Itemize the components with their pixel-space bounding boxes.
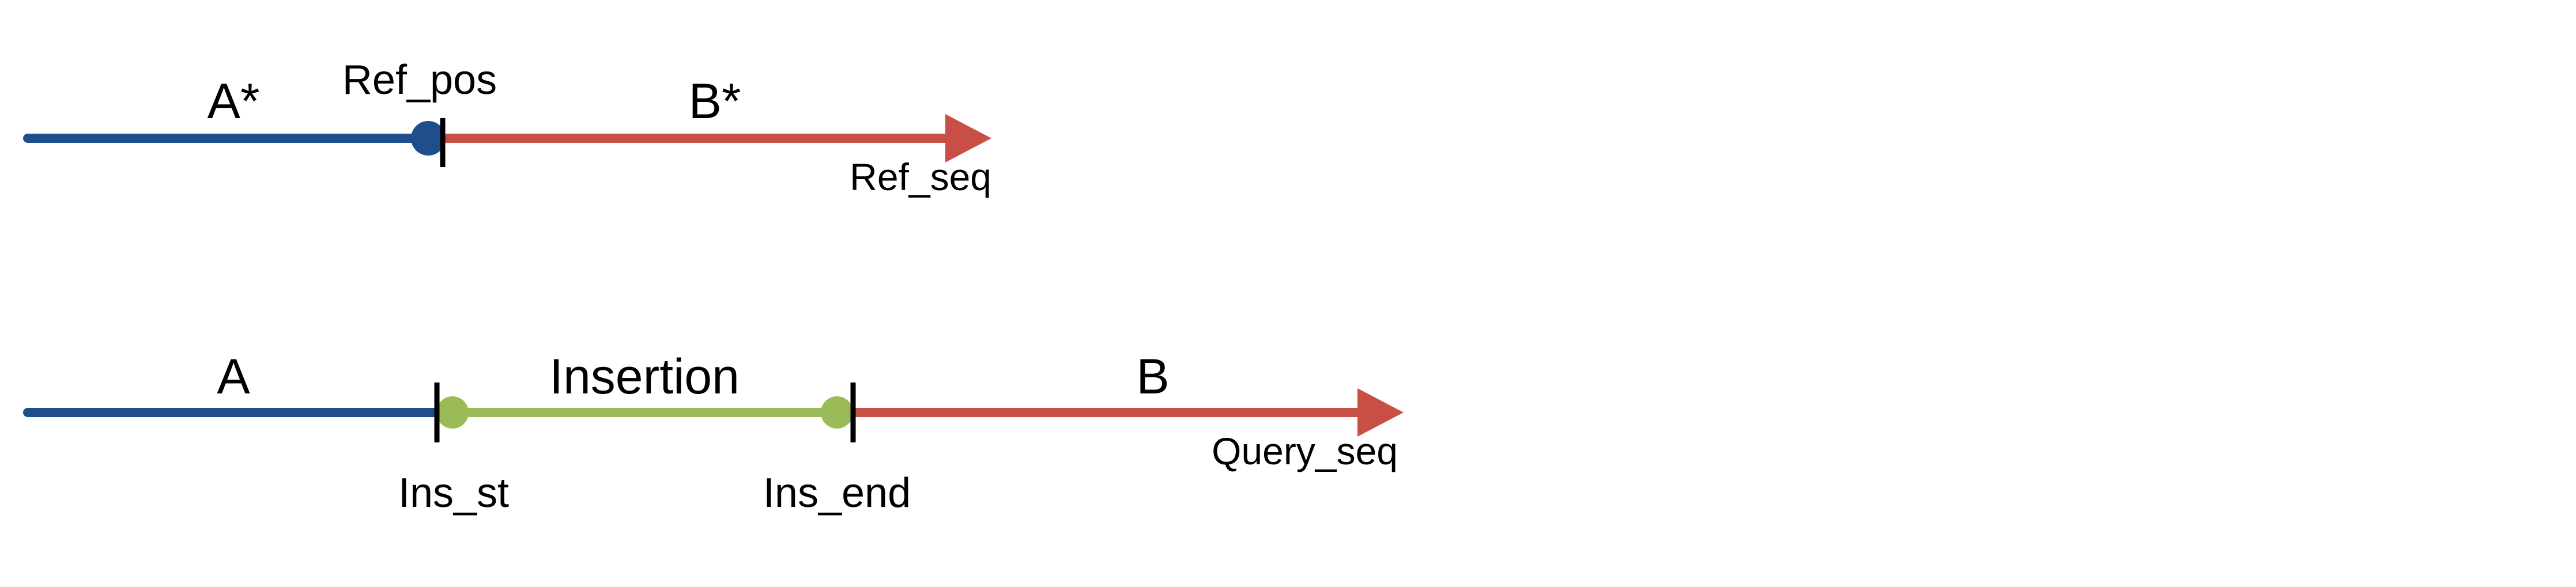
- query-seq-label: Query_seq: [1212, 430, 1398, 472]
- ins-start-marker: [436, 396, 469, 429]
- reference-row: A* Ref_pos B* Ref_seq: [23, 57, 991, 198]
- insertion-label: Insertion: [549, 349, 740, 404]
- ref-pos-label: Ref_pos: [342, 57, 497, 103]
- ref-seq-label: Ref_seq: [850, 156, 991, 198]
- ins-end-label: Ins_end: [763, 470, 911, 516]
- ref-segment-a-label: A*: [208, 74, 260, 129]
- query-seq-arrowhead: [1357, 388, 1404, 437]
- ref-seq-arrowhead: [945, 114, 991, 162]
- query-segment-b-label: B: [1136, 349, 1169, 404]
- ref-segment-b-label: B*: [689, 74, 741, 129]
- ins-end-marker: [821, 396, 853, 429]
- ref-pos-marker: [411, 121, 446, 156]
- query-row: A Insertion B Ins_st Ins_end Query_seq: [23, 349, 1404, 516]
- query-segment-a-label: A: [217, 349, 250, 404]
- ins-start-label: Ins_st: [398, 470, 509, 516]
